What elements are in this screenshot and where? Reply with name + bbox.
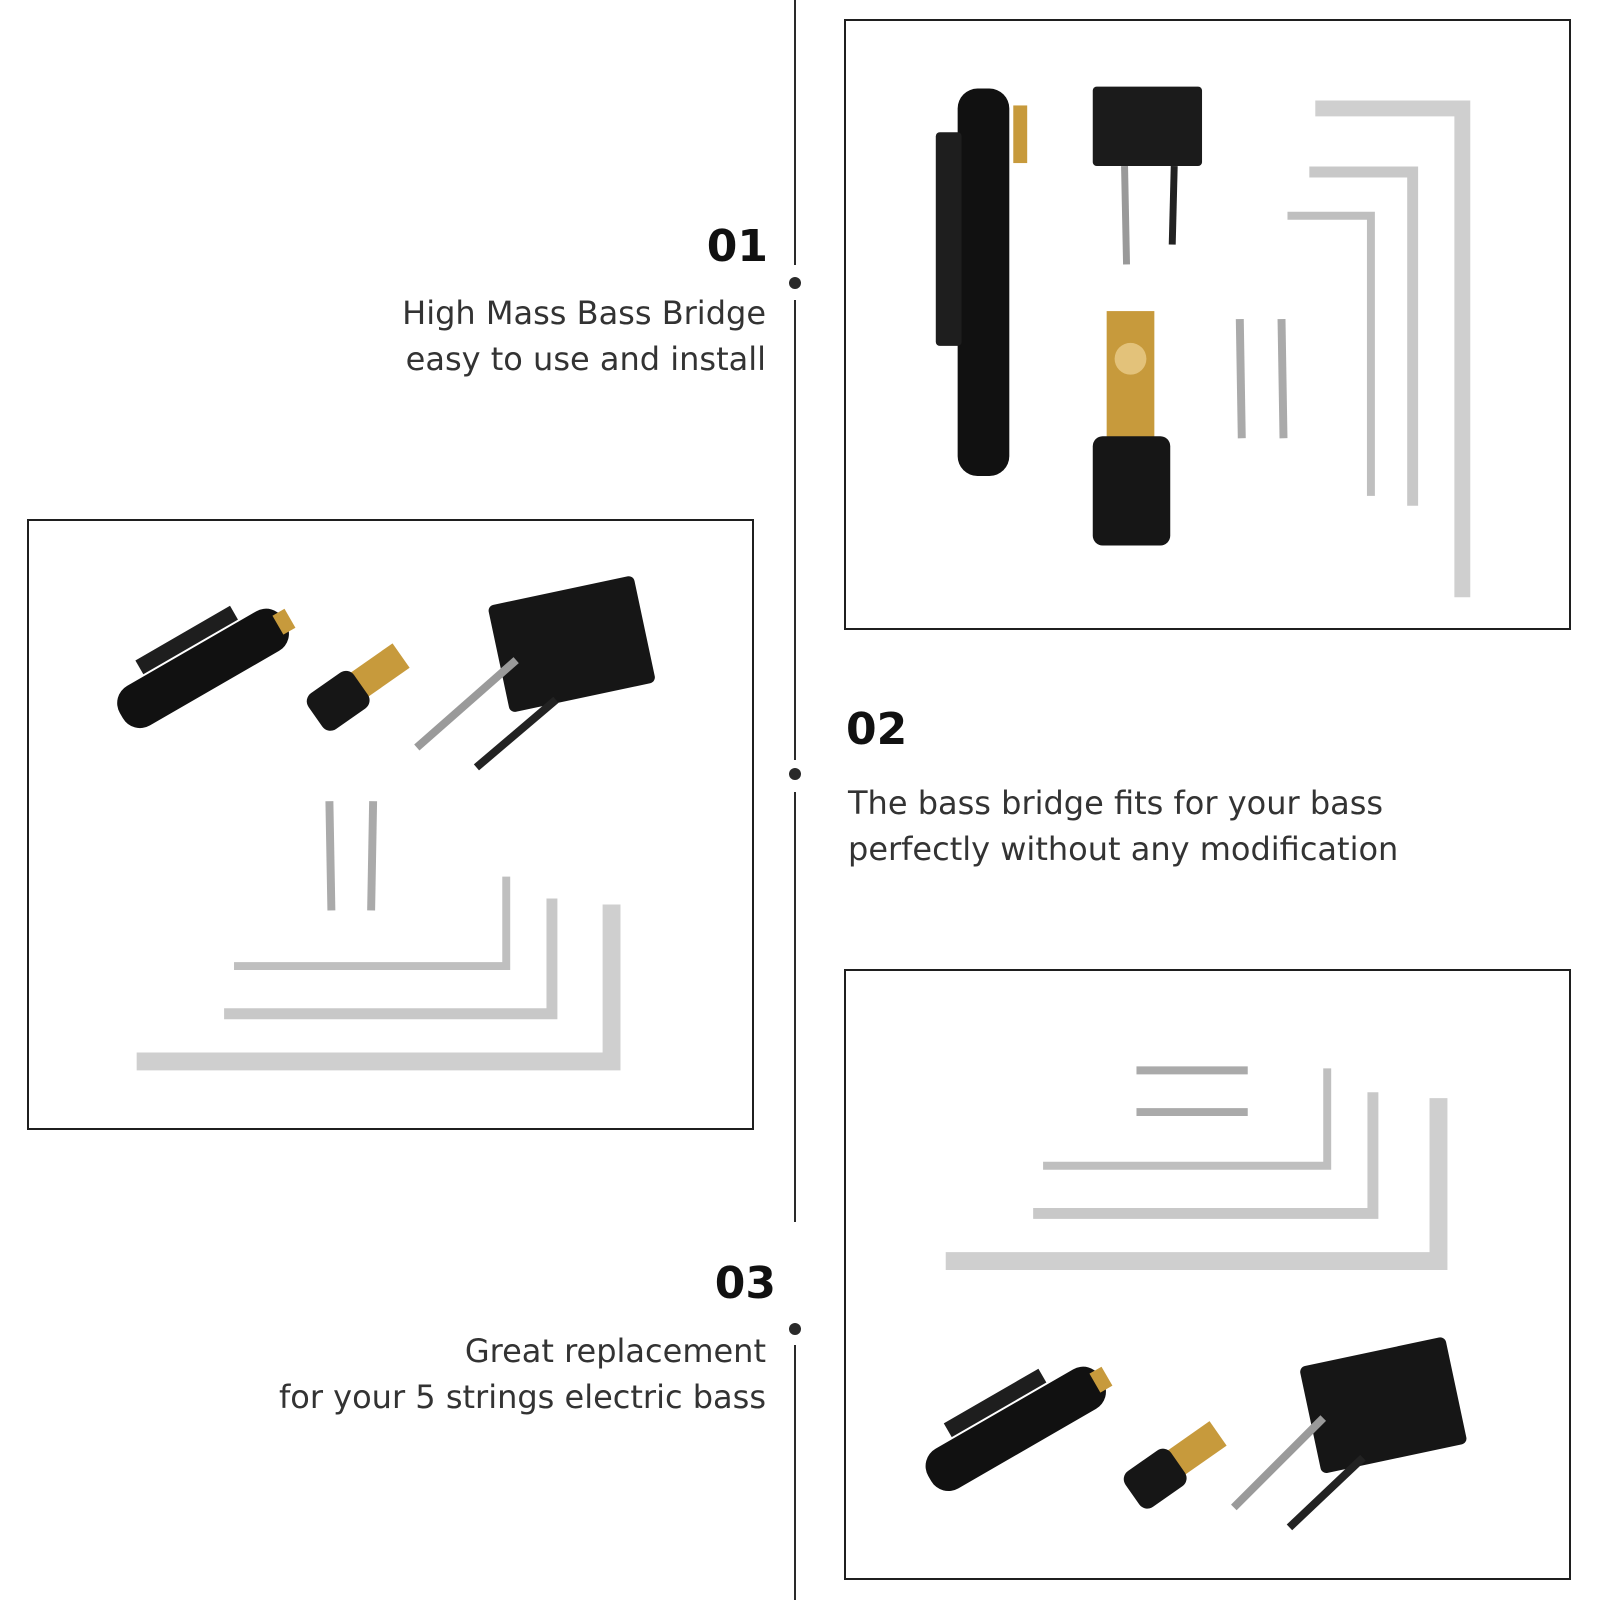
hex-key-large: [945, 1098, 1448, 1271]
hex-key-medium: [1033, 1092, 1379, 1219]
feature-text-1-line-2: easy to use and install: [405, 340, 766, 378]
saddle-cylinder: [925, 1366, 1106, 1492]
brass-post: [346, 643, 410, 700]
timeline-dot-2: [789, 768, 801, 780]
mount-block: [1092, 86, 1203, 167]
hex-key-small: [234, 876, 511, 971]
feature-text-3-line-2: for your 5 strings electric bass: [278, 1378, 766, 1416]
product-photo-top: [844, 19, 1571, 630]
wood-screw-1: [325, 801, 336, 911]
mount-block: [1300, 1337, 1467, 1474]
timeline-line-upper: [794, 300, 796, 760]
hex-key-large: [1315, 100, 1471, 598]
parts-illustration-2: [117, 576, 655, 1071]
parts-illustration-1: [935, 86, 1471, 598]
block-screw-2: [1286, 1454, 1366, 1531]
timeline-line-bottom: [794, 1345, 796, 1600]
feature-text-2-line-1: The bass bridge fits for your bass: [848, 784, 1384, 822]
timeline-line-lower: [794, 792, 796, 1222]
feature-number-3: 03: [714, 1258, 776, 1309]
saddle-cylinder: [117, 608, 289, 729]
hex-key-small: [1043, 1068, 1332, 1170]
feature-text-2-line-2: perfectly without any modification: [848, 830, 1399, 868]
mount-block: [488, 576, 655, 712]
block-screw-1: [414, 657, 519, 751]
brass-post: [1163, 1421, 1227, 1478]
knurled-knob: [1092, 436, 1171, 546]
block-screw-2: [1168, 165, 1178, 245]
saddle-clip: [135, 605, 238, 675]
hex-key-medium: [1309, 166, 1419, 506]
timeline-dot-3: [789, 1323, 801, 1335]
hex-key-small: [1287, 211, 1375, 496]
block-screw-1: [1231, 1415, 1327, 1511]
hex-key-medium: [224, 898, 558, 1020]
saddle-brass-tip: [1089, 1366, 1113, 1393]
saddle-brass-tip: [1013, 105, 1028, 164]
saddle-clip: [935, 132, 962, 346]
timeline-line-top: [794, 0, 796, 265]
parts-illustration-3: [925, 1066, 1467, 1531]
feature-number-1: 01: [706, 221, 768, 272]
wood-screw-2: [367, 801, 378, 911]
wood-screw-2: [1277, 318, 1288, 439]
feature-text-3-line-1: Great replacement: [464, 1332, 766, 1370]
product-photo-middle: [27, 519, 754, 1130]
hex-key-large: [136, 904, 621, 1071]
feature-number-2: 02: [846, 704, 908, 755]
block-screw-2: [473, 696, 559, 771]
wood-screw-1: [1235, 318, 1246, 439]
timeline-dot-1: [789, 277, 801, 289]
feature-text-1-line-1: High Mass Bass Bridge: [402, 294, 766, 332]
knurled-knob: [1123, 1448, 1187, 1509]
knurled-knob: [306, 670, 370, 731]
block-screw-1: [1121, 165, 1131, 265]
brass-post: [1106, 311, 1155, 441]
product-photo-bottom: [844, 969, 1571, 1580]
saddle-clip: [943, 1368, 1047, 1438]
brass-post-hole: [1114, 342, 1147, 375]
saddle-brass-tip: [272, 608, 296, 635]
saddle-cylinder: [957, 88, 1010, 477]
